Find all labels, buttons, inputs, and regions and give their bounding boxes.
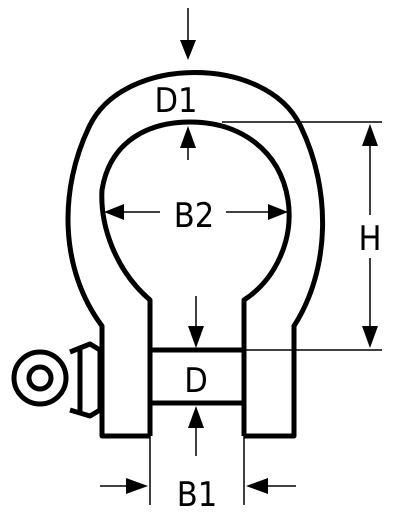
pin-eye-inner bbox=[26, 364, 54, 392]
label-h: H bbox=[358, 219, 381, 259]
dimension-d: D bbox=[184, 296, 208, 456]
dimension-h: H bbox=[222, 121, 382, 351]
dimension-d1: D1 bbox=[154, 8, 198, 160]
label-d1: D1 bbox=[154, 81, 197, 121]
shackle-outer-outline bbox=[65, 70, 326, 439]
shackle-inner-outline bbox=[99, 119, 292, 436]
label-b2: B2 bbox=[174, 196, 214, 236]
dimension-b2: B2 bbox=[104, 196, 288, 236]
shackle-body bbox=[65, 70, 326, 439]
pin-eye-outer bbox=[11, 349, 69, 407]
shackle-pin bbox=[11, 341, 244, 419]
label-d: D bbox=[184, 361, 208, 401]
label-b1: B1 bbox=[177, 475, 217, 515]
dimension-b1: B1 bbox=[100, 436, 296, 515]
